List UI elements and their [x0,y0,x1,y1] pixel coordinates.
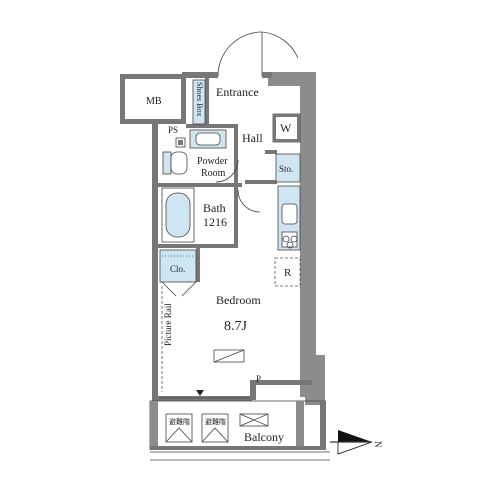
closet [159,249,197,297]
refrigerator-space [274,257,301,287]
pipe-space-label: P [256,374,261,384]
bath-label-1: Bath [203,201,226,215]
kitchen [277,185,301,251]
bedroom-vent [213,349,245,363]
balcony-door [160,390,250,399]
bath-label-2: 1216 [203,215,227,229]
entrance-door [217,31,299,77]
ps-label: PS [168,125,178,135]
bedroom-label: Bedroom [216,293,261,307]
interior-walls [158,78,277,282]
mb-label: MB [146,96,162,107]
storage [275,153,301,183]
compass-label: N [373,441,383,448]
bedroom-size-label: 8.7J [224,319,248,334]
entrance-label: Entrance [216,85,259,99]
balcony-label: Balcony [244,430,284,444]
shoes-box-label: Shoes Box [195,82,204,116]
shoes-box [192,79,206,125]
powder-room [162,129,239,183]
washer-space [272,113,301,143]
fire-ladder-label-2: 避難階 [205,417,226,426]
refrigerator-label: R [284,267,292,279]
picture-rail-label: Picture Rail [163,303,173,346]
hall-label: Hall [242,131,263,145]
closet-label: Clo. [170,264,185,274]
powder-room-label-2: Room [201,168,226,179]
washer-label: W [280,121,292,135]
storage-label: Sto. [279,164,293,174]
fire-ladder-label-1: 避難階 [169,417,190,426]
bath [161,187,261,243]
compass-icon [330,430,373,455]
exterior-walls [120,72,325,405]
balcony [149,400,330,461]
powder-room-label-1: Powder [197,156,228,167]
